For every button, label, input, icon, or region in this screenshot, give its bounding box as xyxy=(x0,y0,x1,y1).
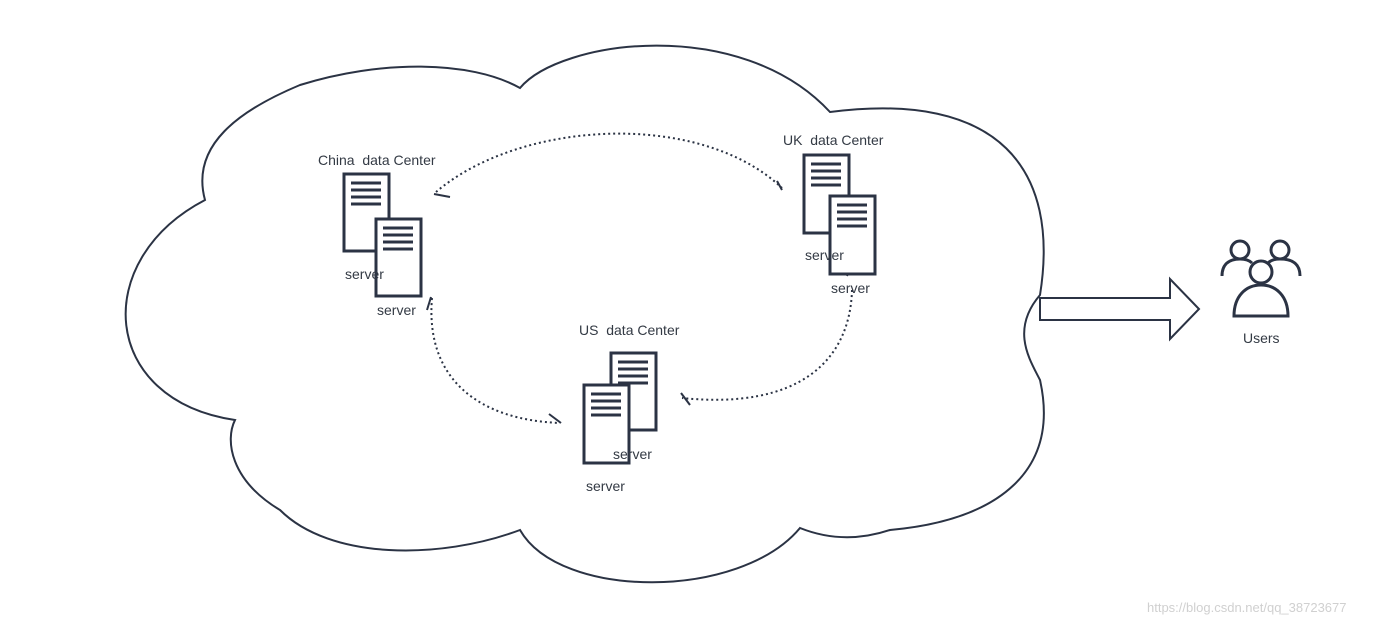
link-china-uk xyxy=(433,132,783,198)
uk-server-label-a: server xyxy=(805,247,844,263)
us-server-label-b: server xyxy=(586,478,625,494)
uk-server-label-b: server xyxy=(831,280,870,296)
link-uk-us xyxy=(680,263,853,406)
us-server-front-icon xyxy=(582,383,631,465)
us-server-label-a: server xyxy=(613,446,652,462)
outgoing-arrow xyxy=(1039,276,1201,342)
china-server-front-icon xyxy=(374,217,423,298)
china-server-label-b: server xyxy=(377,302,416,318)
users-group-icon xyxy=(1220,239,1302,318)
cloud-shape xyxy=(124,44,1045,584)
watermark: https://blog.csdn.net/qq_38723677 xyxy=(1147,600,1347,615)
users-label: Users xyxy=(1243,330,1280,346)
china-server-label-a: server xyxy=(345,266,384,282)
china-datacenter-title: China data Center xyxy=(318,152,436,168)
uk-datacenter-title: UK data Center xyxy=(783,132,884,148)
uk-server-front-icon xyxy=(828,194,877,276)
link-china-us xyxy=(426,296,562,424)
us-datacenter-title: US data Center xyxy=(579,322,680,338)
